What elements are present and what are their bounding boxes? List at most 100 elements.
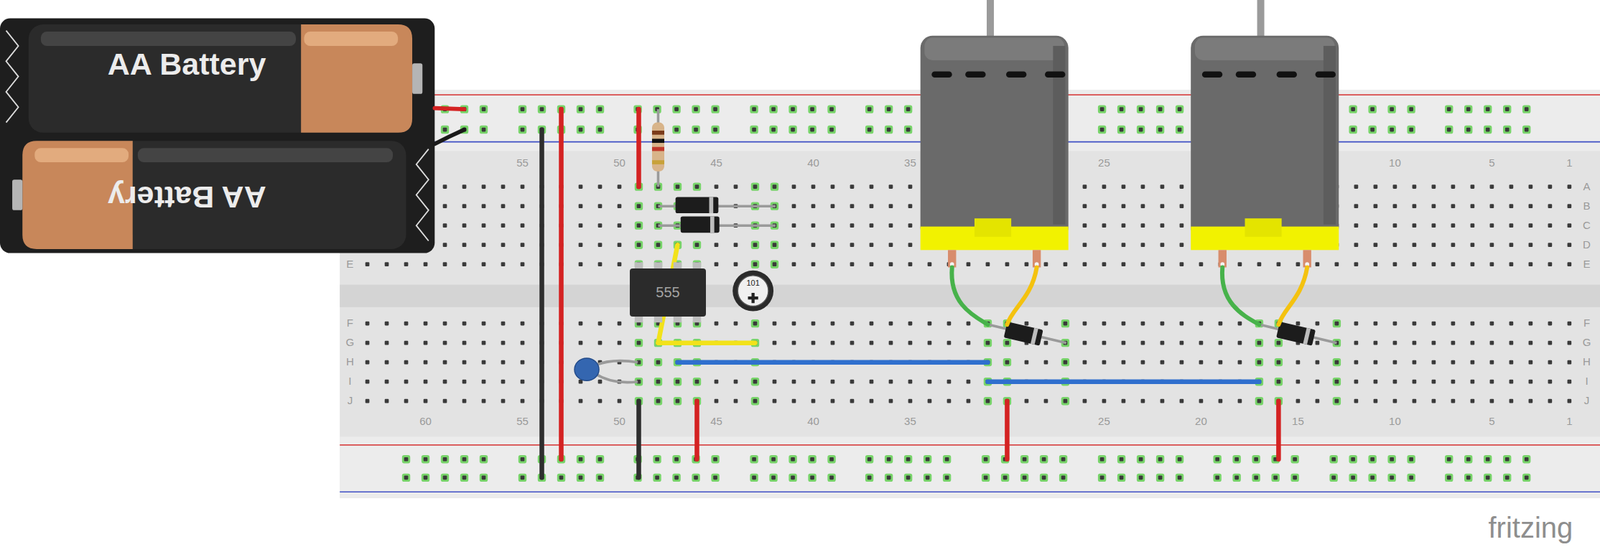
breadboard-hole xyxy=(1121,184,1127,189)
breadboard-hole xyxy=(636,203,642,209)
breadboard-hole xyxy=(1005,341,1010,346)
breadboard-hole xyxy=(1044,262,1049,267)
breadboard-hole xyxy=(1447,107,1452,112)
hole-highlight xyxy=(1290,473,1299,482)
breadboard-hole xyxy=(1044,399,1049,404)
breadboard-hole xyxy=(713,475,718,480)
breadboard-hole xyxy=(906,457,911,462)
hole-highlight xyxy=(770,260,779,269)
breadboard-hole xyxy=(1218,321,1223,327)
breadboard-hole xyxy=(869,262,874,267)
breadboard-hole xyxy=(1354,321,1359,327)
battery-cell-shine xyxy=(34,147,129,163)
hole-highlight xyxy=(691,473,700,482)
battery-spring xyxy=(6,30,19,123)
hole-highlight xyxy=(1251,455,1260,464)
breadboard-hole xyxy=(869,184,874,189)
battery-cell: AA Battery xyxy=(103,175,271,219)
breadboard-hole xyxy=(869,223,874,228)
breadboard-hole xyxy=(810,475,815,480)
row-letter: B xyxy=(1583,200,1591,213)
breadboard-hole xyxy=(850,184,855,189)
breadboard-hole xyxy=(462,203,467,209)
breadboard-hole xyxy=(481,107,487,112)
motor-lead xyxy=(1278,267,1308,325)
breadboard-hole xyxy=(1509,341,1514,346)
hole-highlight xyxy=(672,125,681,134)
breadboard-hole xyxy=(656,242,661,248)
breadboard-hole xyxy=(1528,360,1534,365)
hole-highlight xyxy=(1348,125,1357,134)
breadboard-hole xyxy=(983,457,989,462)
hole-highlight xyxy=(1368,455,1376,464)
column-number: 45 xyxy=(710,415,723,429)
hole-highlight xyxy=(1387,125,1396,134)
hole-highlight xyxy=(576,125,585,134)
breadboard-hole xyxy=(1138,457,1144,462)
motor-terminal xyxy=(1032,249,1041,268)
motor-cap xyxy=(1194,38,1336,61)
breadboard-hole xyxy=(886,127,892,133)
hole-highlight xyxy=(865,473,874,482)
row-letter: C xyxy=(1582,219,1591,232)
breadboard-hole xyxy=(1524,457,1529,462)
breadboard-hole xyxy=(1331,475,1336,480)
breadboard-hole xyxy=(1102,399,1107,404)
breadboard-hole xyxy=(1160,321,1165,327)
breadboard-hole xyxy=(1470,321,1476,327)
breadboard-hole xyxy=(598,321,603,327)
breadboard-hole xyxy=(636,341,642,346)
hole-highlight xyxy=(1332,397,1341,406)
row-letter: I xyxy=(348,375,352,388)
column-number: 45 xyxy=(710,157,723,170)
breadboard-hole xyxy=(443,341,448,346)
hole-highlight xyxy=(749,104,758,113)
breadboard-hole xyxy=(365,341,370,346)
breadboard-hole xyxy=(908,341,913,346)
breadboard-hole xyxy=(1138,475,1144,480)
breadboard-hole xyxy=(1082,321,1088,327)
breadboard-hole xyxy=(1490,399,1495,404)
breadboard-hole xyxy=(1431,399,1437,404)
breadboard-hole xyxy=(1160,360,1165,365)
breadboard-hole xyxy=(693,127,699,133)
breadboard-hole xyxy=(1003,475,1008,480)
breadboard-hole xyxy=(1490,242,1495,248)
breadboard-hole xyxy=(1505,457,1510,462)
hole-highlight xyxy=(1406,125,1415,134)
hole-highlight xyxy=(1368,125,1376,134)
battery-label: AA Battery xyxy=(107,47,267,82)
breadboard-hole xyxy=(481,457,487,462)
diode-symbol xyxy=(1003,321,1044,347)
breadboard-hole xyxy=(1234,457,1239,462)
breadboard-hole xyxy=(966,262,971,267)
breadboard-hole xyxy=(1373,360,1379,365)
hole-highlight xyxy=(751,260,760,269)
breadboard-hole xyxy=(985,399,991,404)
breadboard-hole xyxy=(617,184,622,189)
hole-highlight xyxy=(460,455,469,464)
breadboard-hole xyxy=(886,475,892,480)
breadboard-hole xyxy=(365,399,370,404)
hole-highlight xyxy=(788,455,797,464)
breadboard-hole xyxy=(850,203,855,209)
breadboard-hole xyxy=(889,262,894,267)
breadboard-hole xyxy=(771,475,776,480)
battery-cell-shine xyxy=(137,147,393,163)
hole-highlight xyxy=(1406,104,1415,113)
breadboard-hole xyxy=(1061,475,1066,480)
breadboard-hole xyxy=(520,107,525,112)
breadboard-hole xyxy=(598,127,603,133)
hole-highlight xyxy=(1232,455,1241,464)
breadboard-hole xyxy=(790,475,795,480)
breadboard-hole xyxy=(1412,321,1417,327)
breadboard-hole xyxy=(1451,399,1456,404)
hole-highlight xyxy=(1251,473,1260,482)
breadboard-hole xyxy=(1509,399,1514,404)
hole-highlight xyxy=(981,455,990,464)
breadboard-hole xyxy=(675,184,681,189)
breadboard-hole xyxy=(1121,262,1127,267)
breadboard-hole xyxy=(1177,475,1183,480)
breadboard-hole xyxy=(1160,399,1165,404)
row-letter: G xyxy=(346,336,355,350)
